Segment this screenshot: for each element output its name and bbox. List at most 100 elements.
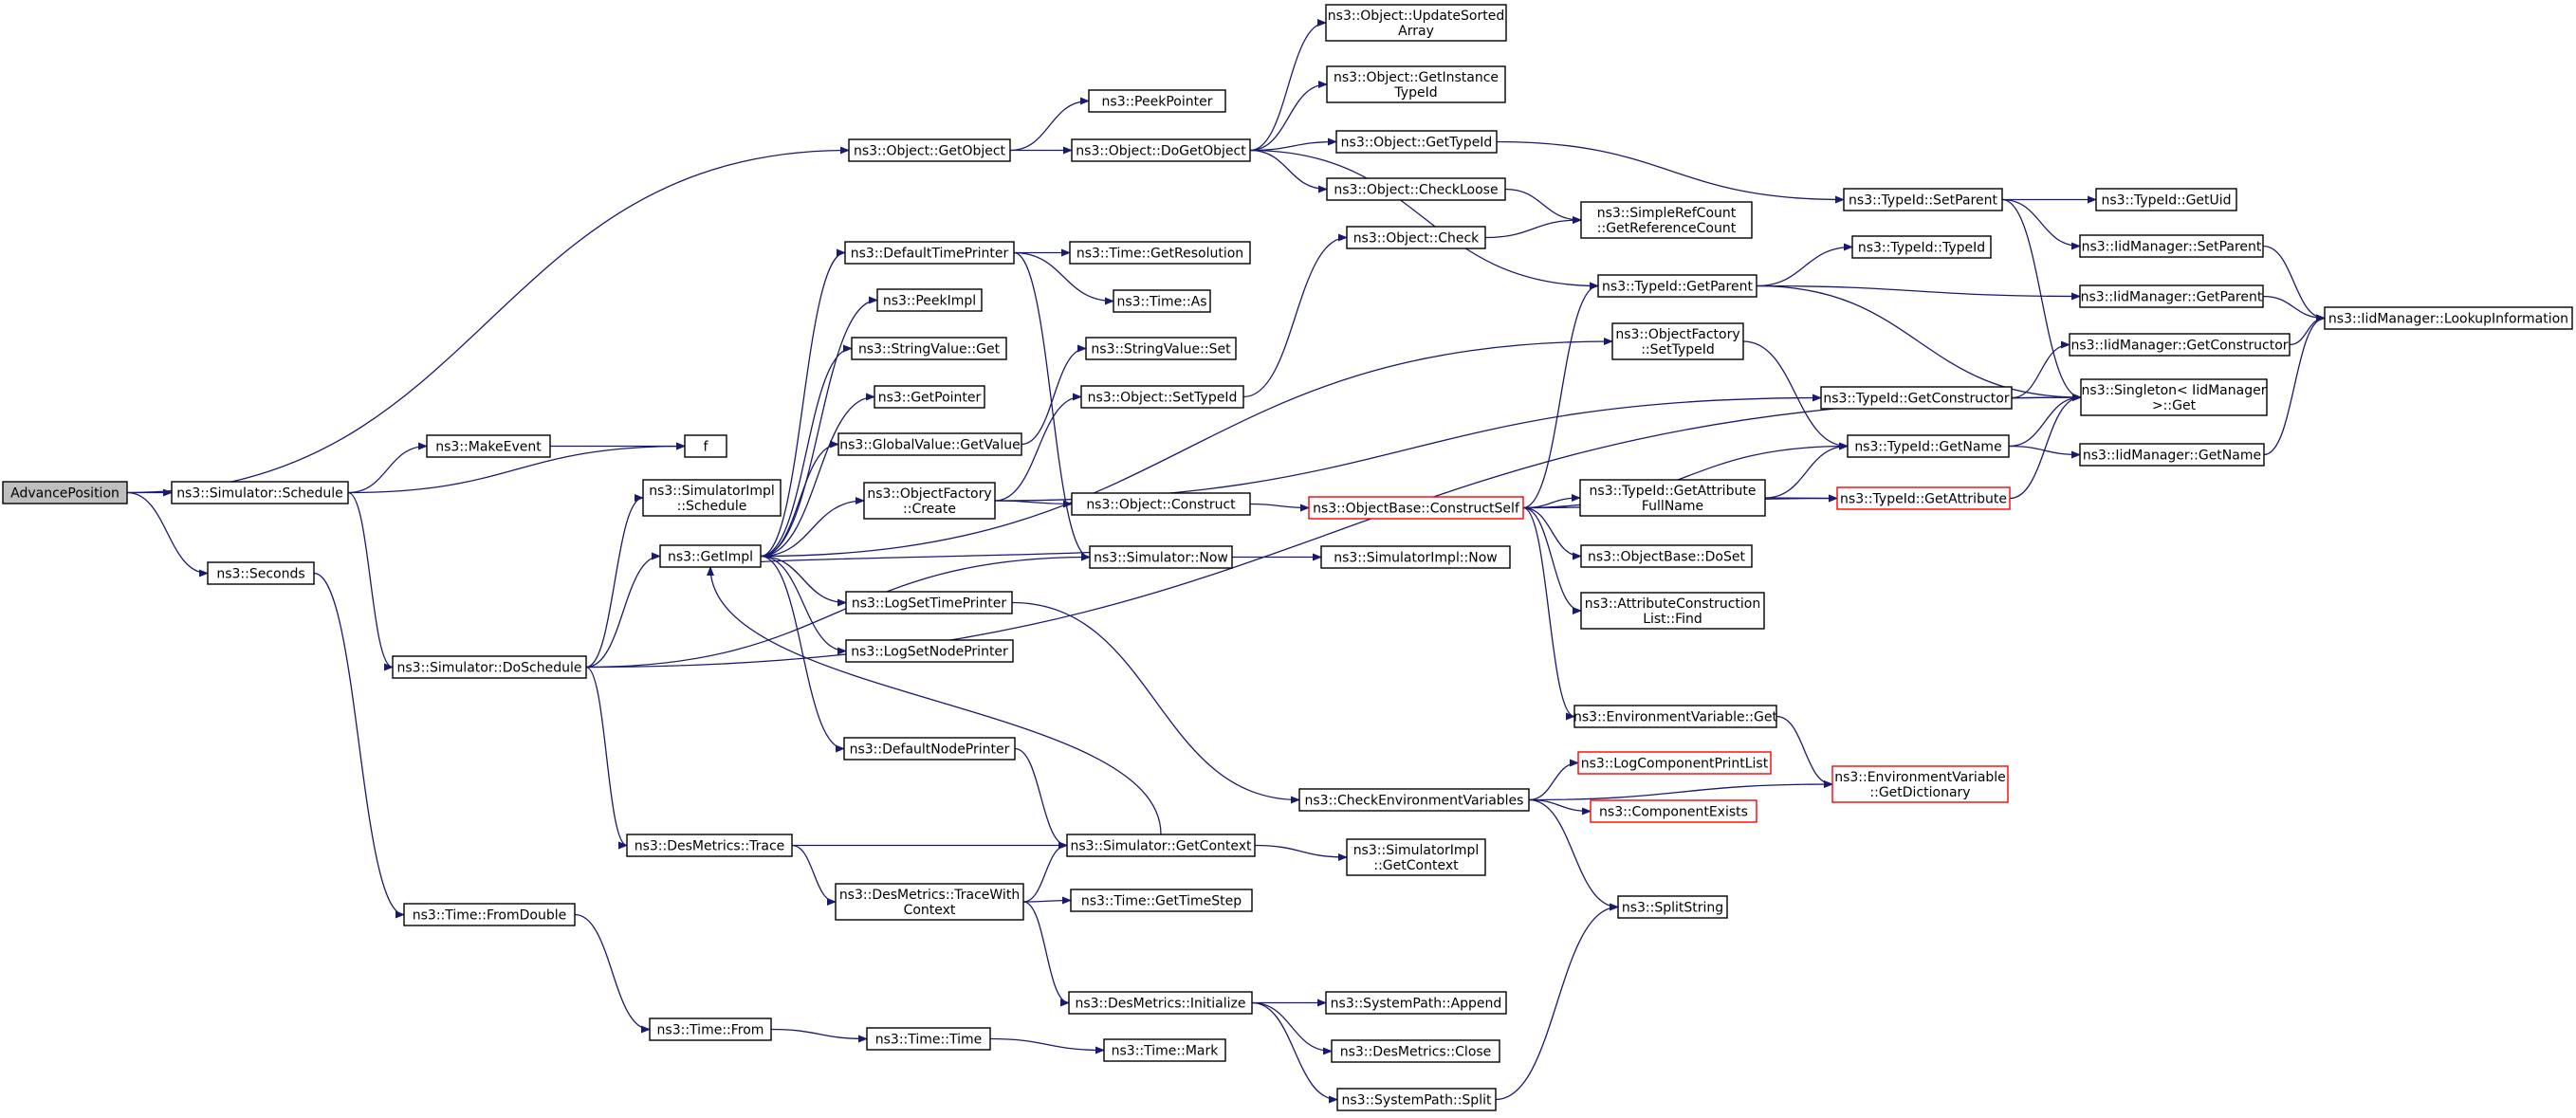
node-label: ::GetDictionary: [1869, 785, 1970, 800]
edge-time-from-to-time-time: [770, 1028, 868, 1043]
node-get-impl[interactable]: ns3::GetImpl: [659, 544, 762, 568]
node-sim-impl-schedule[interactable]: ns3::SimulatorImpl::Schedule: [642, 479, 782, 517]
node-time-from[interactable]: ns3::Time::From: [649, 1017, 772, 1041]
node-system-path-append[interactable]: ns3::SystemPath::Append: [1325, 991, 1507, 1015]
edge-type-id-get-name-to-singleton-get: [2008, 394, 2082, 448]
node-box: [684, 434, 727, 458]
node-time-time[interactable]: ns3::Time::Time: [866, 1027, 991, 1051]
node-label: ::GetContext: [1373, 858, 1459, 873]
edge-iid-manager-get-name-to-iid-manager-lookup-information: [2263, 314, 2326, 456]
node-simulator-now[interactable]: ns3::Simulator::Now: [1089, 545, 1233, 569]
edge-path: [760, 338, 1613, 558]
node-global-value-get-value[interactable]: ns3::GlobalValue::GetValue: [837, 432, 1022, 456]
node-make-event[interactable]: ns3::MakeEvent: [426, 434, 551, 458]
node-type-id-get-constructor[interactable]: ns3::TypeId::GetConstructor: [1820, 386, 2013, 410]
node-des-metrics-close[interactable]: ns3::DesMetrics::Close: [1331, 1039, 1500, 1063]
node-type-id-get-attribute[interactable]: ns3::TypeId::GetAttribute: [1836, 486, 2011, 510]
node-type-id-get-name[interactable]: ns3::TypeId::GetName: [1847, 434, 2010, 458]
node-object-check[interactable]: ns3::Object::Check: [1346, 226, 1486, 249]
node-simulator-get-context[interactable]: ns3::Simulator::GetContext: [1066, 834, 1256, 857]
node-log-set-time-printer[interactable]: ns3::LogSetTimePrinter: [845, 591, 1013, 614]
node-box: [1080, 385, 1244, 409]
edge-path: [347, 491, 394, 671]
node-type-id-type-id[interactable]: ns3::TypeId::TypeId: [1851, 235, 1992, 259]
node-label: ns3::CheckEnvironmentVariables: [1305, 794, 1524, 809]
node-object-get-type-id[interactable]: ns3::Object::GetTypeId: [1335, 130, 1498, 154]
node-des-metrics-trace[interactable]: ns3::DesMetrics::Trace: [626, 834, 793, 857]
node-get-pointer[interactable]: ns3::GetPointer: [874, 385, 985, 409]
node-peek-pointer[interactable]: ns3::PeekPointer: [1088, 89, 1226, 113]
node-string-value-set[interactable]: ns3::StringValue::Set: [1085, 337, 1237, 360]
edge-object-base-construct-self-to-type-id-get-parent: [1522, 282, 1599, 509]
node-object-factory-create[interactable]: ns3::ObjectFactory::Create: [863, 482, 996, 520]
node-split-string[interactable]: ns3::SplitString: [1617, 895, 1728, 919]
node-object-do-get-object[interactable]: ns3::Object::DoGetObject: [1071, 138, 1251, 162]
node-system-path-split[interactable]: ns3::SystemPath::Split: [1336, 1088, 1497, 1111]
node-time-mark[interactable]: ns3::Time::Mark: [1103, 1038, 1226, 1062]
node-object-factory-set-type-id[interactable]: ns3::ObjectFactory::SetTypeId: [1611, 322, 1744, 360]
edge-des-metrics-trace-to-des-metrics-trace-with-context: [791, 844, 837, 906]
node-object-base-do-set[interactable]: ns3::ObjectBase::DoSet: [1580, 544, 1753, 568]
node-box: [2079, 284, 2264, 308]
node-object-check-loose[interactable]: ns3::Object::CheckLoose: [1326, 177, 1506, 201]
edge-path: [1242, 233, 1348, 398]
node-default-node-printer[interactable]: ns3::DefaultNodePrinter: [843, 737, 1016, 761]
node-object-get-object[interactable]: ns3::Object::GetObject: [848, 138, 1011, 162]
node-default-time-printer[interactable]: ns3::DefaultTimePrinter: [844, 241, 1015, 265]
node-iid-manager-lookup-information[interactable]: ns3::IidManager::LookupInformation: [2324, 306, 2573, 330]
node-time-from-double[interactable]: ns3::Time::FromDouble: [403, 903, 576, 926]
node-des-metrics-initialize[interactable]: ns3::DesMetrics::Initialize: [1068, 991, 1253, 1015]
node-time-get-time-step[interactable]: ns3::Time::GetTimeStep: [1070, 889, 1253, 912]
node-singleton-get[interactable]: ns3::Singleton< IidManager >::Get: [2080, 378, 2268, 416]
node-simple-ref-count[interactable]: ns3::SimpleRefCount::GetReferenceCount: [1580, 201, 1753, 239]
node-box: [2069, 333, 2291, 357]
node-sim-impl-get-context[interactable]: ns3::SimulatorImpl::GetContext: [1346, 838, 1486, 876]
node-object-set-type-id[interactable]: ns3::Object::SetTypeId: [1080, 385, 1244, 409]
node-sim-impl-now[interactable]: ns3::SimulatorImpl::Now: [1320, 545, 1511, 569]
node-string-value-get[interactable]: ns3::StringValue::Get: [851, 337, 1007, 360]
node-iid-manager-get-constructor[interactable]: ns3::IidManager::GetConstructor: [2069, 333, 2291, 357]
node-box: [835, 883, 1024, 921]
node-log-set-node-printer[interactable]: ns3::LogSetNodePrinter: [845, 639, 1014, 663]
node-env-var-get-dictionary[interactable]: ns3::EnvironmentVariable::GetDictionary: [1831, 765, 2009, 803]
node-box: [1346, 838, 1486, 876]
node-time-as[interactable]: ns3::Time::As: [1113, 289, 1211, 313]
node-component-exists[interactable]: ns3::ComponentExists: [1590, 799, 1757, 823]
node-f[interactable]: f: [684, 434, 727, 458]
node-seconds[interactable]: ns3::Seconds: [207, 561, 315, 585]
edge-path: [1249, 137, 1337, 152]
node-iid-manager-set-parent[interactable]: ns3::IidManager::SetParent: [2079, 234, 2264, 258]
node-box: [1579, 479, 1766, 517]
node-type-id-get-parent[interactable]: ns3::TypeId::GetParent: [1597, 274, 1757, 298]
node-object-construct[interactable]: ns3::Object::Construct: [1071, 492, 1251, 516]
node-iid-manager-get-parent[interactable]: ns3::IidManager::GetParent: [2079, 284, 2264, 308]
node-advance-position[interactable]: AdvancePosition: [2, 481, 128, 504]
node-type-id-set-parent[interactable]: ns3::TypeId::SetParent: [1843, 188, 2003, 211]
node-object-base-construct-self[interactable]: ns3::ObjectBase::ConstructSelf: [1308, 496, 1524, 520]
edge-path: [1522, 506, 1582, 560]
edge-env-var-get-to-env-var-get-dictionary: [1776, 715, 1833, 788]
node-peek-impl[interactable]: ns3::PeekImpl: [876, 288, 983, 312]
node-iid-manager-get-name[interactable]: ns3::IidManager::GetName: [2079, 443, 2265, 467]
node-label: Array: [1398, 24, 1434, 39]
node-log-component-print-list[interactable]: ns3::LogComponentPrintList: [1577, 751, 1772, 775]
edge-type-id-set-parent-to-singleton-get: [2001, 198, 2082, 401]
node-check-env-vars[interactable]: ns3::CheckEnvironmentVariables: [1298, 788, 1530, 812]
node-label: ns3::GetPointer: [878, 391, 982, 406]
edge-time-time-to-time-mark: [989, 1037, 1105, 1054]
node-simulator-do-schedule[interactable]: ns3::Simulator::DoSchedule: [392, 655, 587, 679]
edge-object-factory-set-type-id-to-type-id-get-name: [1742, 340, 1849, 450]
node-label: ns3::DesMetrics::TraceWith: [839, 888, 1020, 903]
node-time-get-resolution[interactable]: ns3::Time::GetResolution: [1069, 241, 1251, 265]
node-env-var-get[interactable]: ns3::EnvironmentVariable::Get: [1573, 705, 1777, 728]
edge-object-construct-to-object-base-construct-self: [1249, 503, 1310, 512]
node-box: [1103, 1038, 1226, 1062]
node-type-id-get-uid[interactable]: ns3::TypeId::GetUid: [2095, 188, 2237, 211]
node-simulator-schedule[interactable]: ns3::Simulator::Schedule: [171, 481, 349, 504]
edge-path: [2262, 295, 2326, 322]
